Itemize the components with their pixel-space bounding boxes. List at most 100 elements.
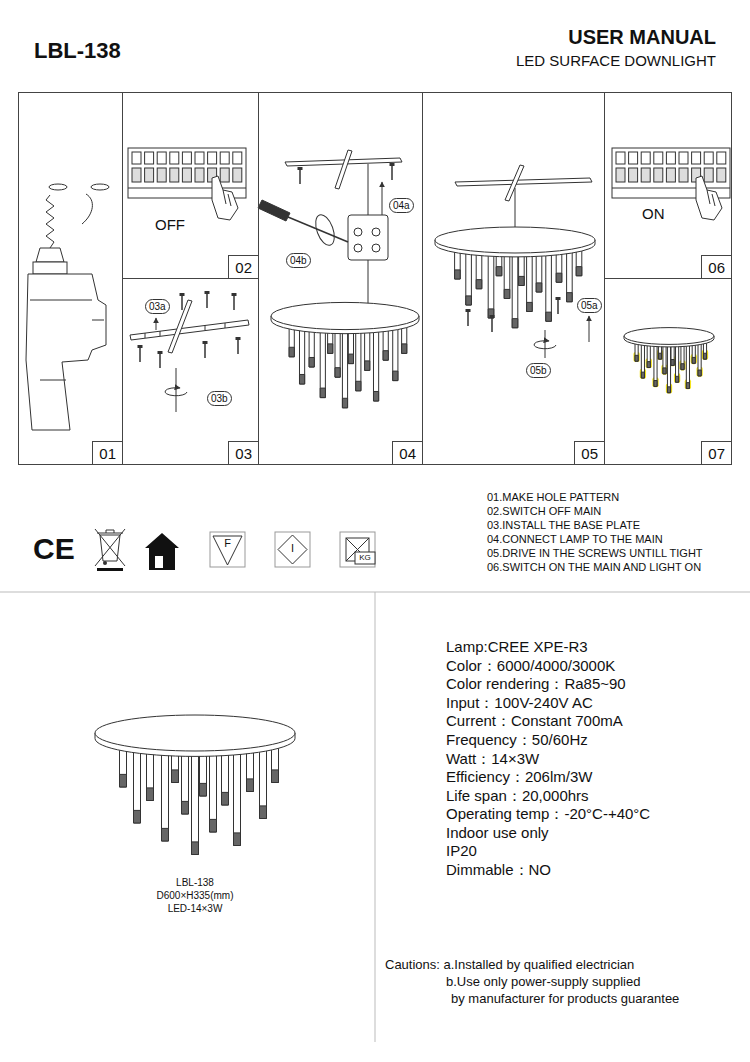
caution-text: b.Use only power-supply supplied [446,975,640,990]
screwdriver-shaft [288,217,348,242]
cross-plate [335,150,352,189]
supply-cable [368,164,369,215]
spec-line: Efficiency：206lm/3W [446,768,592,785]
wall-plug [82,194,92,224]
screw [205,291,210,308]
step-number: 02 [228,255,258,278]
anchor [236,337,241,354]
step-text: 05.DRIVE IN THE SCREWS UNTILL TIGHT [487,547,703,560]
callout-tag: 04a [389,198,414,213]
fix-illustration [435,165,595,358]
spec-line: Lamp:CREE XPE-R3 [446,638,588,655]
step-panel: 02 [122,92,259,279]
step-panel: 03 03a 03b [122,278,259,465]
icon-letter: F [224,537,231,550]
class-i-icon [275,532,310,567]
screw [466,309,471,326]
screw [556,297,561,314]
step-text: 04.CONNECT LAMP TO THE MAIN [487,533,663,546]
step-number: 06 [701,255,731,278]
callout-number: 04a [393,200,410,211]
anchor [203,341,208,358]
callout-number: 05a [581,300,598,311]
supply-cable [368,260,369,304]
screw-shaft [176,368,177,412]
terminal-block [348,215,388,260]
base-plate-illustration [130,291,249,412]
lift-arrow [589,316,590,342]
screw [232,293,237,310]
callout-tag: 05a [577,298,602,313]
step-number: 05 [574,441,604,464]
step-panel: 06 [604,92,732,279]
page-title: USER MANUAL [568,26,716,49]
base-plate [455,178,592,186]
hole-mark [91,184,109,190]
callout-tag: 04b [286,253,311,268]
callout-number: 05b [530,365,547,376]
callout-tag: 03a [145,299,170,314]
switch-state: OFF [155,216,185,233]
breaker-off [128,148,246,220]
step-panel: 05 05a 05b [422,92,605,465]
spec-line: Frequency：50/60Hz [446,731,588,748]
icon-letter: KG [359,553,371,562]
step-number: 03 [228,441,258,464]
spec-line: IP20 [446,842,477,859]
step-panel: 07 [604,278,732,465]
callout-number: 03b [211,393,228,404]
weee-icon [95,529,125,571]
spec-line: Input：100V-240V AC [446,694,593,711]
spec-line: Operating temp：-20°C-+40°C [446,805,650,822]
terminal [354,244,362,252]
base-plate [130,320,249,340]
step-number: 07 [701,441,731,464]
step-panel: 01 [18,92,123,465]
lift-arrow [156,318,157,330]
screw-shaft [545,330,546,358]
model-code: LBL-138 [34,38,121,63]
terminal [372,228,380,236]
breaker-on [612,148,730,220]
step-text: 06.SWITCH ON THE MAIN AND LIGHT ON [487,561,701,574]
caution-text: Cautions: a.Installed by qualified elect… [385,958,634,973]
rotate-mark [312,212,338,248]
step-number: 04 [392,441,422,464]
anchor [158,351,163,368]
subtitle: LED SURFACE DOWNLIGHT [516,52,716,69]
indoor-icon [145,533,179,570]
step-text: 01.MAKE HOLE PATTERN [487,491,619,504]
anchor [138,345,143,362]
downlight-fixture [271,302,419,407]
callout-number: 03a [149,301,166,312]
step-panel: 04 04a 04b [258,92,423,465]
dimension-caption: D600×H335(mm) [157,890,234,902]
screw [180,293,185,310]
step-text: 03.INSTALL THE BASE PLATE [487,519,640,532]
product-drawing [95,715,295,855]
rotate-arrow [534,341,556,349]
downlight-lit [624,328,714,393]
hole-mark [49,184,67,190]
terminal [354,228,362,236]
spec-line: Indoor use only [446,824,549,841]
terminal [372,244,380,252]
drill-collar [33,262,67,274]
plate-holes [145,323,225,338]
screw [298,167,303,184]
spec-line: Dimmable：NO [446,861,551,878]
downlight-fixture [435,227,595,328]
cross-plate [168,300,192,353]
spec-line: Life span：20,000hrs [446,787,589,804]
callout-number: 04b [290,255,307,266]
spec-line: Watt：14×3W [446,750,539,767]
switch-state: ON [642,205,665,222]
screw [490,315,495,332]
icon-letter: I [291,542,294,555]
drill-chuck [36,248,64,262]
caution-text: by manufacturer for products guarantee [451,992,679,1007]
spec-line: Color：6000/4000/3000K [446,657,615,674]
callout-tag: 03b [207,391,232,406]
drill-detail [30,300,104,380]
